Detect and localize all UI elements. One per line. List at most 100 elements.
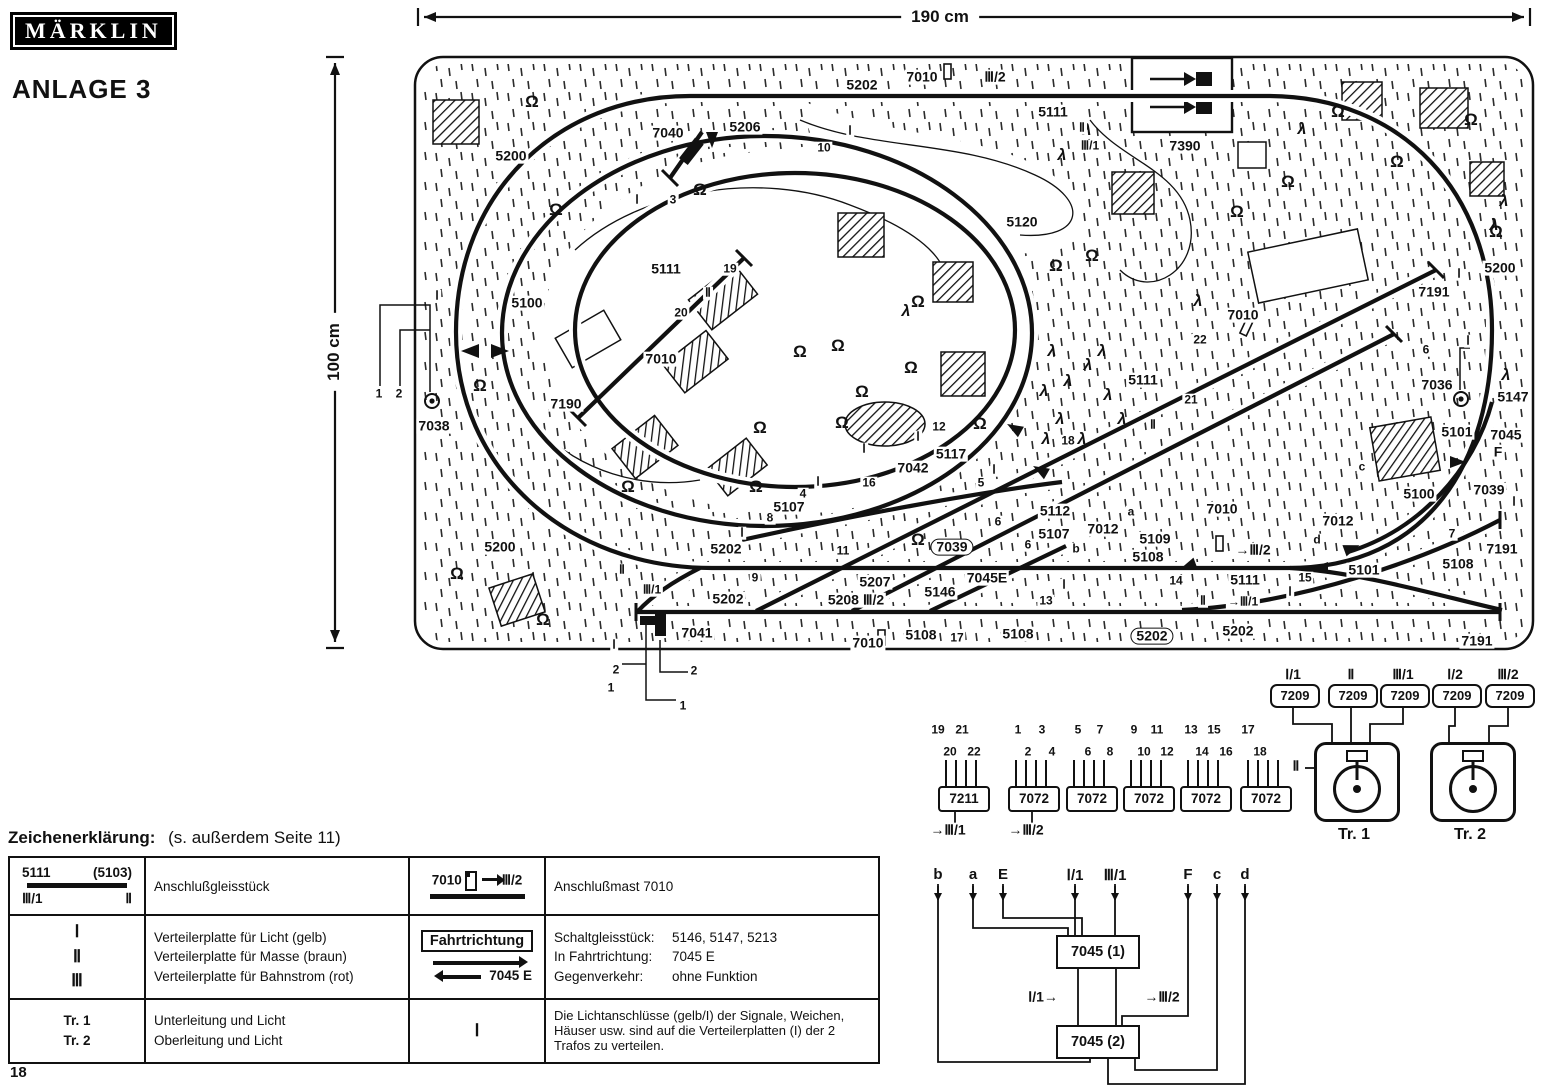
plan-label: 7191 <box>1484 540 1520 557</box>
switch-arrow-icons <box>461 132 1466 574</box>
plan-label: 3 <box>667 192 679 207</box>
deciduous-tree-icon: Ω <box>450 564 464 583</box>
wiring-label: →Ⅲ/2 <box>1142 988 1182 1005</box>
ground-terminals <box>424 391 1469 409</box>
plan-label: 13 <box>1037 593 1055 608</box>
deciduous-tree-icon: Ω <box>1049 256 1063 275</box>
plan-label: Ⅱ <box>617 562 627 577</box>
marklin-logo: MÄRKLIN <box>10 12 177 50</box>
plan-label: Ⅱ <box>1077 120 1087 135</box>
trafo-output-box-7209: 7209 <box>1328 684 1378 708</box>
terminal-wire-stubs <box>1130 760 1164 786</box>
counter-direction-arrow-icon <box>434 969 482 982</box>
terminal-box-7211: 7211 <box>938 786 990 812</box>
wiring-label: 11 <box>1148 722 1166 737</box>
plan-label: Ⅰ <box>1464 333 1472 348</box>
fahrtrichtung-box: Fahrtrichtung <box>420 930 534 953</box>
wiring-label: 10 <box>1135 744 1153 759</box>
plan-label: Ⅰ <box>433 288 441 303</box>
plan-label: 2 <box>393 386 405 401</box>
deciduous-tree-icon: Ω <box>855 382 869 401</box>
legend-symbol-fahrtrichtung: Fahrtrichtung 7045 E <box>408 914 546 1000</box>
plan-label: 7 <box>1446 526 1458 541</box>
direction-arrow-icon <box>433 956 528 969</box>
wiring-label: Ⅱ <box>1290 757 1302 774</box>
wiring-label: 4 <box>1046 744 1058 759</box>
trafo-output-label: Ⅲ/2 <box>1497 666 1519 682</box>
deciduous-tree-icon: Ω <box>1230 202 1244 221</box>
plan-label: 7010 <box>904 68 940 85</box>
trafo-knob-icon <box>1333 765 1381 813</box>
height-dimension-label: 100 cm <box>324 313 344 391</box>
conifer-tree-icon: λ <box>1489 217 1499 234</box>
conifer-tree-icon: λ <box>1041 431 1051 448</box>
transformer-1-label: Tr. 1 <box>1337 826 1371 843</box>
plan-label: 2 <box>610 662 622 677</box>
plan-label: 7041 <box>679 624 715 641</box>
buffer-stops <box>568 168 1502 621</box>
deciduous-tree-icon: Ω <box>749 477 763 496</box>
terminal-box-7072: 7072 <box>1240 786 1292 812</box>
plan-label: 7039 <box>1471 481 1507 498</box>
plan-label: 5208 Ⅲ/2 <box>825 591 887 608</box>
plan-label: b <box>1070 541 1082 556</box>
track-symbol-line <box>429 893 525 899</box>
legend-roman-left: Ⅲ/1 <box>22 891 43 906</box>
legend-part-number-alt: (5103) <box>92 865 132 880</box>
wiring-label: 1 <box>1012 722 1024 737</box>
plan-label: Ⅱ <box>703 285 713 300</box>
plan-label: 5111 <box>1228 571 1262 588</box>
wiring-label: 6 <box>1082 744 1094 759</box>
page-title: ANLAGE 3 <box>12 74 152 104</box>
conifer-tree-icon: λ <box>1083 357 1093 374</box>
plan-label: Ⅰ <box>633 192 641 207</box>
relay-terminal-letter: b <box>933 866 943 883</box>
plan-label: 7038 <box>416 417 452 434</box>
deciduous-tree-icon: Ω <box>753 418 767 437</box>
deciduous-tree-icon: Ω <box>1390 152 1404 171</box>
marklin-logo-text: MÄRKLIN <box>13 15 174 47</box>
plan-label: Ⅲ/1 <box>640 582 664 597</box>
conifer-tree-icon: λ <box>1063 373 1073 390</box>
plan-label: 5202 <box>708 540 744 557</box>
legend-desc-schaltgleis: Schaltgleisstück:5146, 5147, 5213 In Fah… <box>544 914 880 1000</box>
deciduous-tree-icon: Ω <box>1281 172 1295 191</box>
wiring-label: 16 <box>1217 744 1235 759</box>
terminal-wire-stubs <box>1015 760 1049 786</box>
plan-label: →Ⅲ/2 <box>1233 541 1273 558</box>
legend-desc-licht: Die Lichtanschlüsse (gelb/I) der Signale… <box>544 997 880 1064</box>
wiring-label: 9 <box>1128 722 1140 737</box>
terminal-wire-stubs <box>1187 760 1221 786</box>
transformer-1 <box>1314 742 1400 822</box>
conifer-tree-icon: λ <box>1103 387 1113 404</box>
plan-label: 5206 <box>727 118 763 135</box>
deciduous-tree-icon: Ω <box>549 200 563 219</box>
plan-label: 1 <box>677 698 689 713</box>
legend-symbol-verteilerplatten: Ⅰ Ⅱ Ⅲ <box>8 914 146 1000</box>
wiring-label: 7 <box>1094 722 1106 737</box>
trafo-output-box-7209: 7209 <box>1380 684 1430 708</box>
trafo-output-label: Ⅰ/2 <box>1447 666 1463 682</box>
plan-label: 5107 <box>771 498 807 515</box>
wiring-label: 22 <box>965 744 983 759</box>
plan-label: 11 <box>834 543 852 558</box>
plan-label: c <box>1356 459 1368 474</box>
deciduous-tree-icon: Ω <box>536 610 550 629</box>
legend-heading-note: (s. außerdem Seite 11) <box>168 828 341 847</box>
conifer-tree-icon: λ <box>1055 411 1065 428</box>
legend-symbol-trafos: Tr. 1 Tr. 2 <box>8 997 146 1064</box>
relay-terminal-letter: Ⅰ/1 <box>1066 867 1084 884</box>
wiring-label: 14 <box>1193 744 1211 759</box>
plan-label: 5101 <box>1346 561 1382 578</box>
plan-label: 5207 <box>857 573 893 590</box>
wiring-label: 17 <box>1239 722 1257 737</box>
plan-label: 5117 <box>933 445 969 462</box>
legend-heading: Zeichenerklärung: (s. außerdem Seite 11) <box>8 828 341 848</box>
wiring-label: 20 <box>941 744 959 759</box>
plan-label: 5108 <box>1000 625 1036 642</box>
plan-label: Ⅲ/1 <box>1078 138 1102 153</box>
plan-label: 5147 <box>1495 388 1531 405</box>
legend-desc-anschlussgleis: Anschlußgleisstück <box>144 856 410 916</box>
wiring-label: Ⅰ/1→ <box>1026 988 1060 1005</box>
